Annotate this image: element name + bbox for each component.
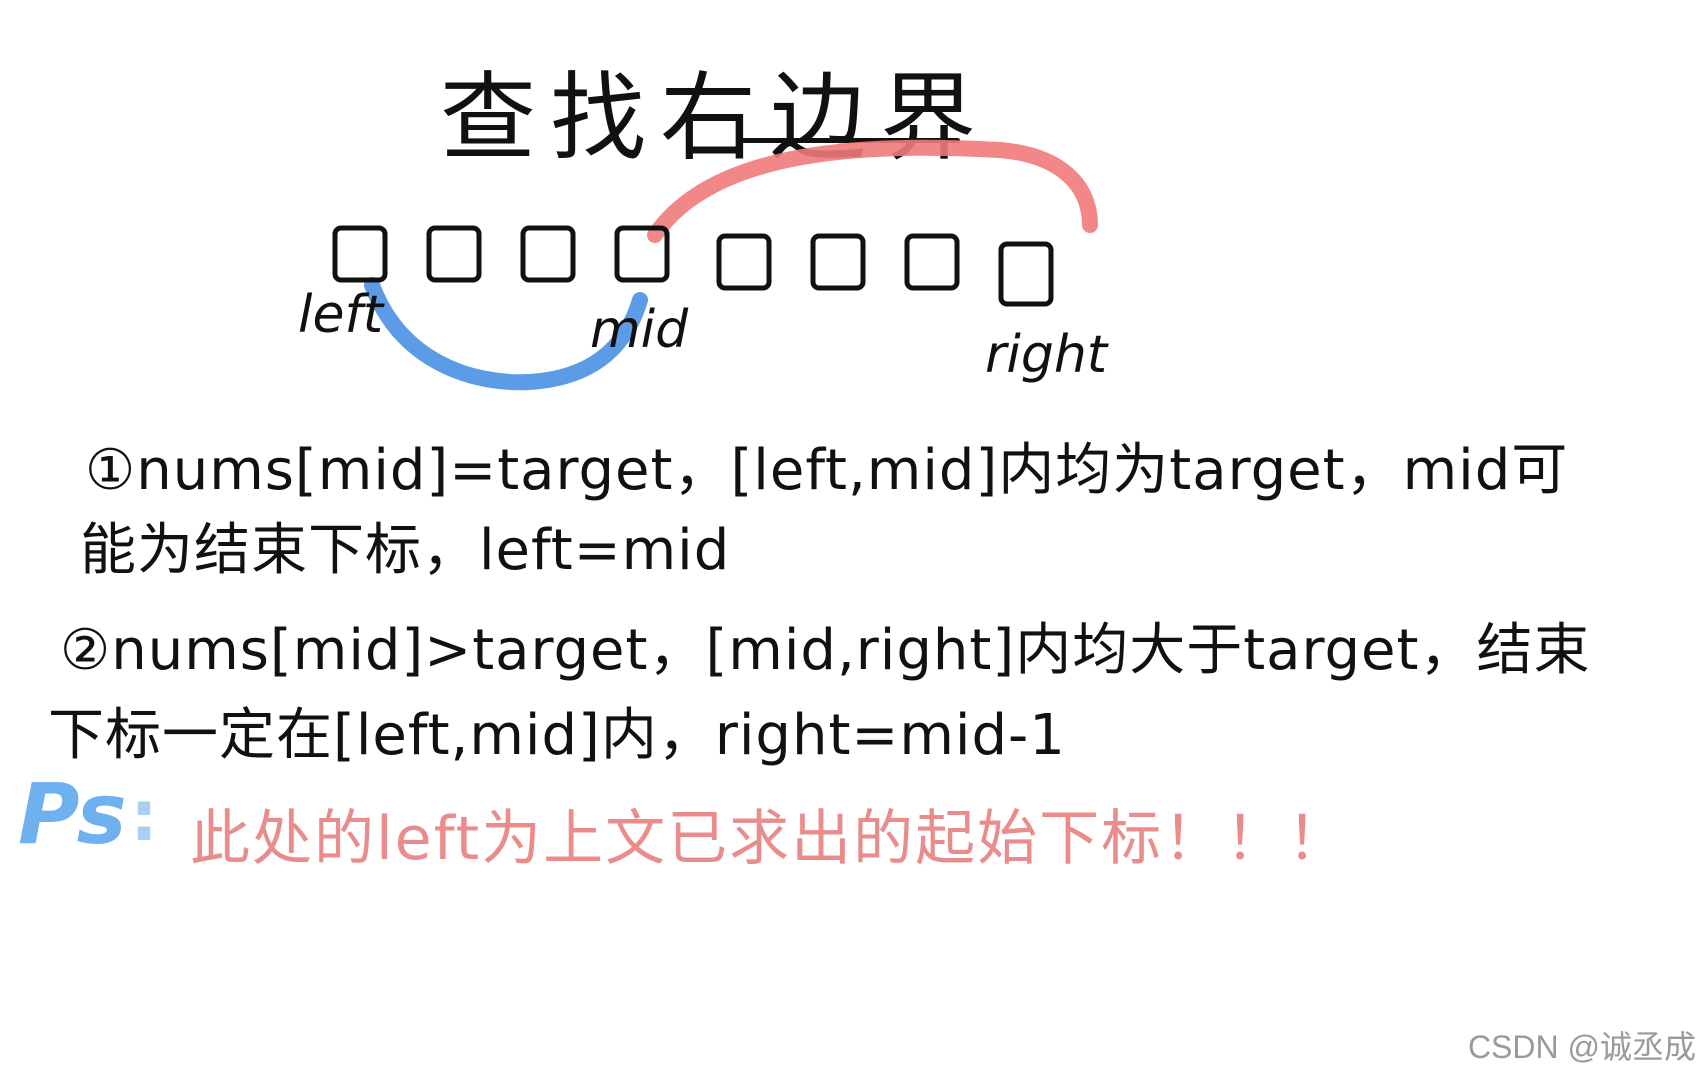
label-right: right — [985, 325, 1108, 385]
array-cell — [810, 233, 866, 291]
array-cell — [332, 225, 388, 283]
right-arc — [647, 139, 1098, 243]
case1-line2: 能为结束下标，left=mid — [80, 518, 731, 583]
watermark: CSDN @诚丞成 — [1467, 1029, 1696, 1065]
label-mid: mid — [590, 300, 689, 360]
case1-line1: ①nums[mid]=target，[left,mid]内均为target，mi… — [85, 438, 1569, 503]
array-cell — [614, 225, 670, 283]
array-cell — [998, 241, 1054, 307]
left-arc — [364, 277, 648, 391]
array-cell — [716, 233, 772, 291]
array-cell — [520, 225, 576, 283]
array-cell — [426, 225, 482, 283]
title-underline — [740, 138, 960, 143]
ps-colon: : — [130, 775, 158, 857]
ps-mark: Ps — [18, 765, 127, 863]
array-cells — [332, 225, 1054, 307]
label-left: left — [298, 285, 384, 345]
case2-line2: 下标一定在[left,mid]内，right=mid-1 — [48, 703, 1066, 768]
ps-note: 此处的left为上文已求出的起始下标！！！ — [190, 804, 1350, 874]
array-cell — [904, 233, 960, 291]
case2-line1: ②nums[mid]>target，[mid,right]内均大于target，… — [60, 618, 1591, 683]
